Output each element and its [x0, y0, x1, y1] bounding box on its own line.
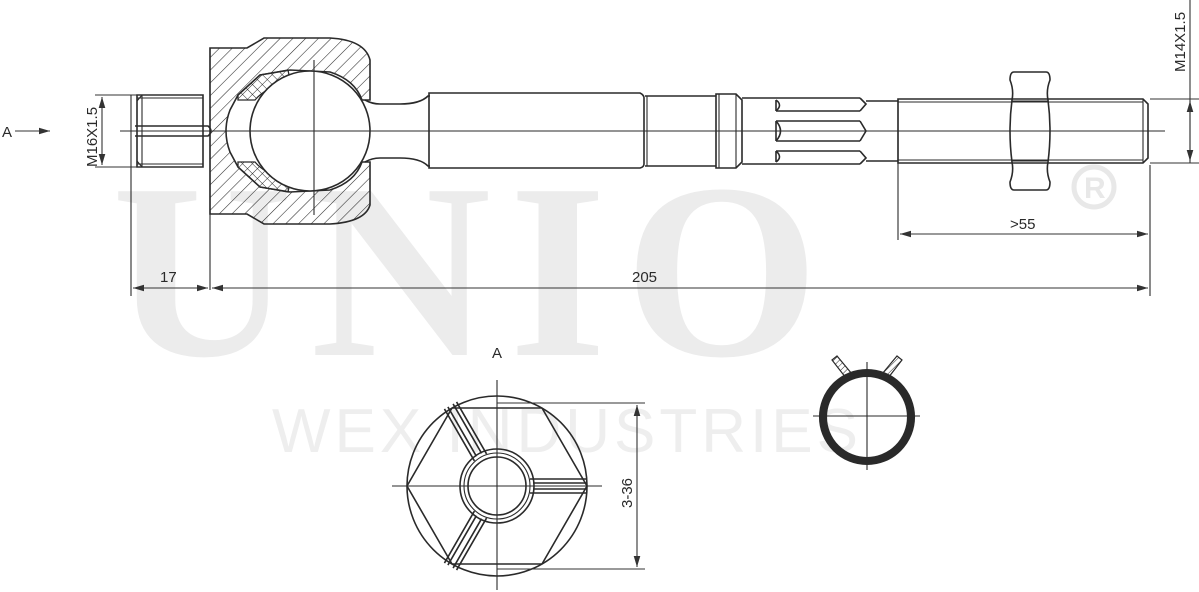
section-view-label: A — [492, 345, 502, 362]
main-shaft — [428, 92, 776, 169]
view-marker: A — [2, 124, 50, 141]
thread-length-label: >55 — [1010, 216, 1035, 233]
hex-size-label: 3-36 — [619, 478, 636, 508]
side-view: M16X1.5 M14X1.5 >55 17 205 — [84, 0, 1199, 296]
spline-section — [775, 97, 898, 165]
overall-length-label: 205 — [632, 269, 657, 286]
section-a-view: A 3-36 — [392, 345, 645, 590]
left-thread-label: M16X1.5 — [84, 107, 101, 167]
dim-thread-length: >55 — [900, 165, 1151, 296]
dim-right-thread: M14X1.5 — [1150, 0, 1199, 164]
registered-mark: R — [1084, 172, 1106, 205]
right-thread — [897, 98, 1149, 240]
view-marker-label: A — [2, 124, 12, 141]
dim-lengths: 17 205 — [130, 95, 1148, 296]
clip-ring-view — [813, 355, 920, 470]
hex-nut — [1009, 71, 1051, 191]
dim-left-thread: M16X1.5 — [84, 94, 200, 168]
watermark-subtitle: WEX INDUSTRIES — [272, 397, 862, 466]
right-thread-label: M14X1.5 — [1172, 12, 1189, 72]
stub-length-label: 17 — [160, 269, 177, 286]
ball-joint-housing — [209, 37, 430, 290]
registered-icon — [1071, 164, 1117, 210]
